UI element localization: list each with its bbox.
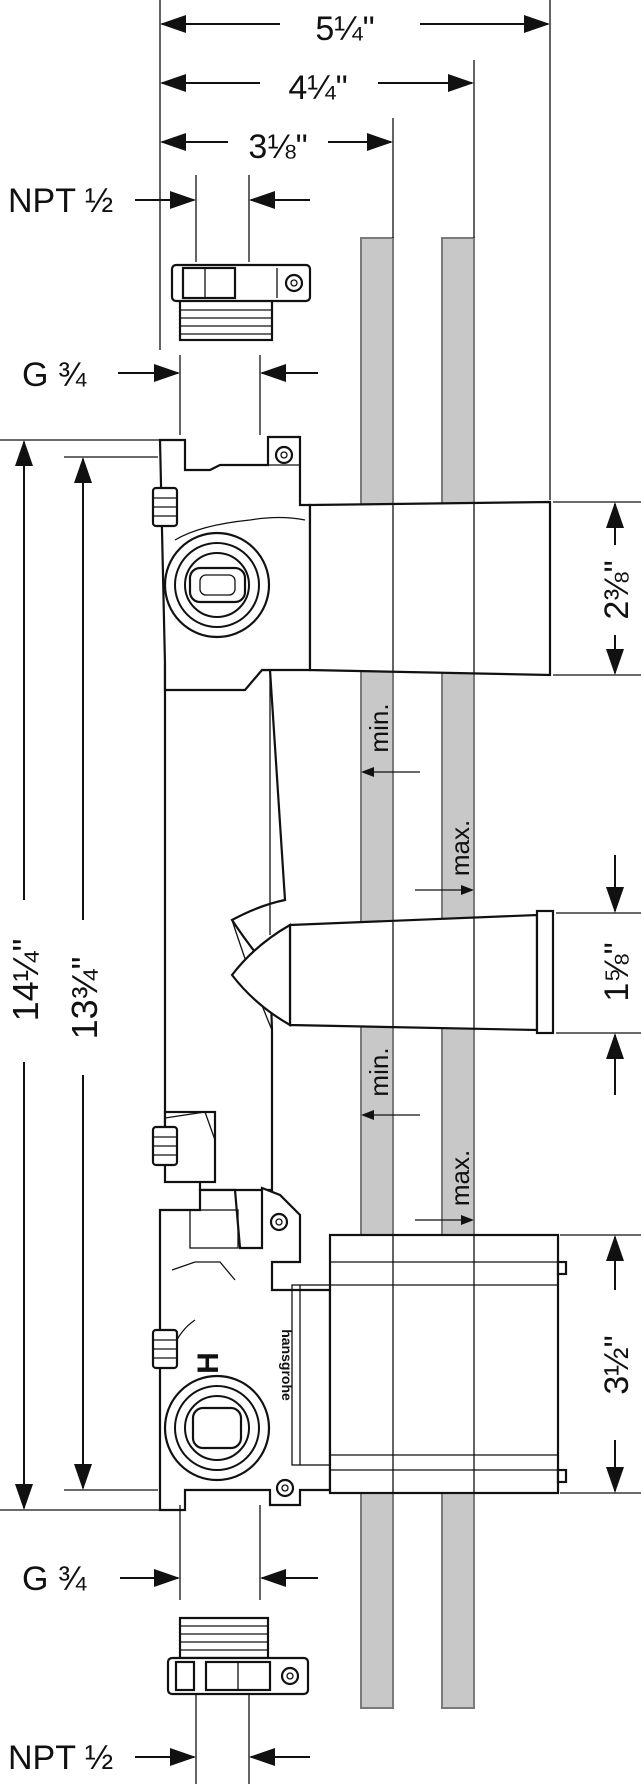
middle-outlet-sleeve [230,909,555,1035]
bottom-outlet-height-label: 3½" [598,1335,636,1394]
wall-max-label-1: max. [445,820,475,876]
width-middle-label: 4¼" [288,69,347,107]
bottom-outlet-dimension [560,1234,641,1494]
width-inner-label: 3⅛" [248,128,307,166]
bottom-npt-label: NPT ½ [8,1739,113,1777]
bottom-g-dimension [120,1505,318,1600]
height-dimensions [0,439,160,1511]
brand-marking: hansgrohe [279,1329,295,1401]
height-inner-label: 13¾" [64,957,105,1040]
wall-min-label-1: min. [364,703,394,752]
width-overall-label: 5¼" [315,10,374,48]
top-outlet-height-label: 2⅜" [598,560,636,619]
top-adapter-fitting [170,263,312,342]
hot-marking: H [192,1352,225,1374]
bottom-g-label: G ¾ [22,1560,87,1598]
wall-indicators [361,767,474,1225]
top-outlet-sleeve [308,500,552,677]
wall-max-label-2: max. [445,1150,475,1206]
height-overall-label: 14¼" [5,939,46,1022]
bottom-adapter-fitting [166,1616,310,1696]
bottom-outlet-box [328,1233,568,1495]
width-dimensions [159,0,551,500]
valve-body [151,435,332,1512]
bottom-npt-dimension [135,1694,310,1784]
top-g-label: G ¾ [22,356,87,394]
top-g-dimension [118,355,318,435]
middle-outlet-dimension [556,855,641,1095]
top-outlet-dimension [553,501,641,676]
top-npt-dimension [135,175,310,262]
middle-outlet-height-label: 1⅝" [598,942,636,1001]
wall-min-label-2: min. [364,1047,394,1096]
top-npt-label: NPT ½ [8,182,113,220]
